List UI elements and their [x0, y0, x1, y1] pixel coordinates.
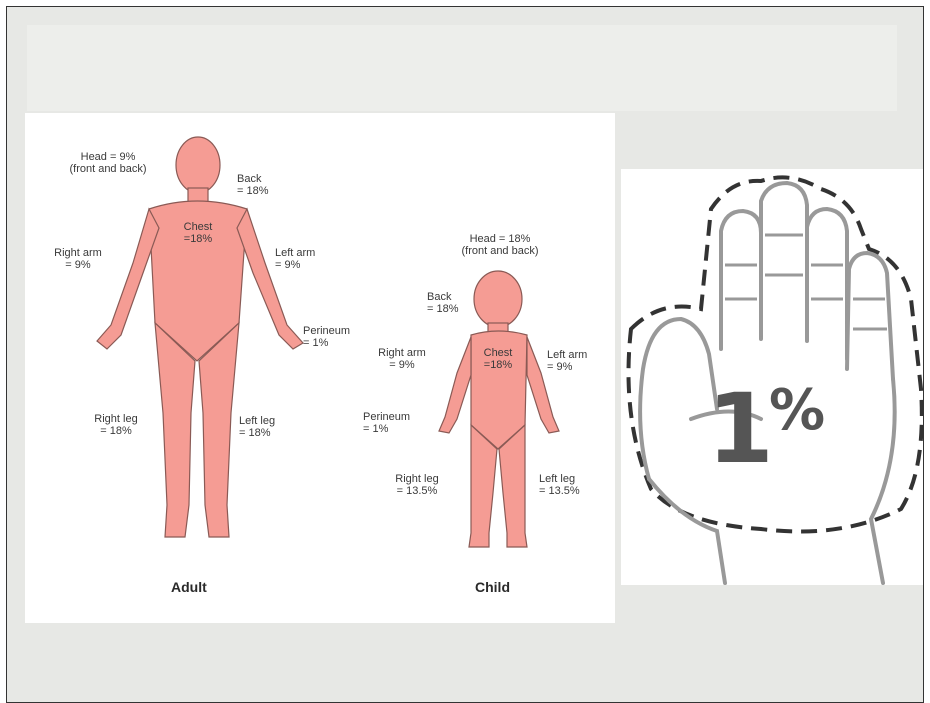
- rule-of-nines-image: Head = 9% (front and back) Back = 18% Ch…: [25, 113, 615, 623]
- hand-thumb: [640, 319, 717, 479]
- percent-symbol: %: [769, 381, 825, 441]
- body-figures: [25, 113, 615, 623]
- child-left-arm-label: Left arm = 9%: [547, 349, 587, 373]
- adult-left-arm: [237, 209, 303, 349]
- adult-head: [176, 137, 220, 193]
- child-chest-label: Chest =18%: [473, 347, 523, 371]
- adult-figure: [97, 137, 303, 537]
- child-perineum-label: Perineum = 1%: [363, 411, 410, 435]
- hand-palm-edge: [871, 379, 895, 583]
- child-caption: Child: [475, 579, 510, 595]
- child-back-label: Back = 18%: [427, 291, 459, 315]
- percent-number: 1: [707, 379, 774, 479]
- adult-right-arm-label: Right arm = 9%: [43, 247, 113, 271]
- child-left-leg-label: Left leg = 13.5%: [539, 473, 580, 497]
- hand-wrist: [649, 479, 725, 583]
- hand-middle-finger: [761, 183, 807, 339]
- adult-left-leg: [199, 323, 239, 537]
- adult-right-arm: [97, 209, 159, 349]
- hand-index-finger: [721, 211, 761, 349]
- slide-background-band: [27, 25, 897, 111]
- hand-ring-finger: [807, 209, 847, 359]
- adult-perineum-label: Perineum = 1%: [303, 325, 350, 349]
- child-right-arm-label: Right arm = 9%: [365, 347, 439, 371]
- one-percent-label: 1 %: [707, 379, 867, 489]
- adult-left-leg-label: Left leg = 18%: [239, 415, 275, 439]
- child-head-label: Head = 18% (front and back): [435, 233, 565, 257]
- hand-little-finger: [847, 253, 893, 379]
- adult-head-label: Head = 9% (front and back): [45, 151, 171, 175]
- child-right-leg-label: Right leg = 13.5%: [377, 473, 457, 497]
- adult-left-arm-label: Left arm = 9%: [275, 247, 315, 271]
- adult-chest-label: Chest =18%: [173, 221, 223, 245]
- slide: Head = 9% (front and back) Back = 18% Ch…: [6, 6, 924, 703]
- adult-right-leg: [155, 323, 195, 537]
- adult-right-leg-label: Right leg = 18%: [81, 413, 151, 437]
- palm-rule-image: 1 %: [621, 169, 924, 585]
- child-head: [474, 271, 522, 327]
- adult-back-label: Back = 18%: [237, 173, 269, 197]
- child-right-arm: [439, 337, 471, 433]
- adult-caption: Adult: [171, 579, 207, 595]
